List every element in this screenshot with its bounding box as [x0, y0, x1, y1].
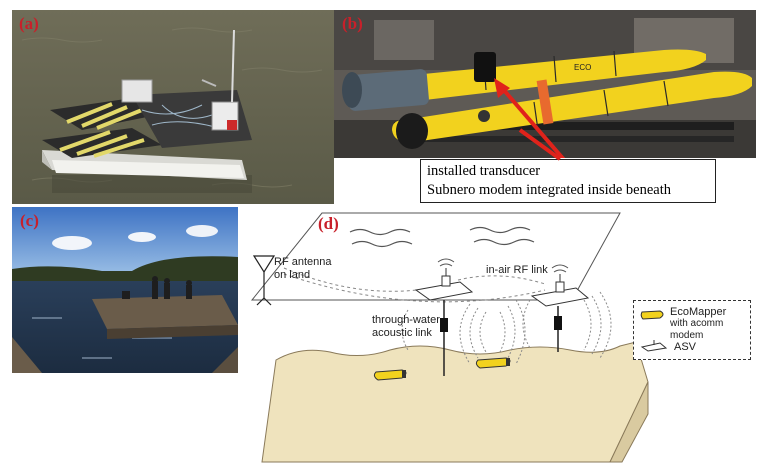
transducer-callout: installed transducer Subnero modem integ…: [420, 159, 716, 203]
panel-d-label: (d): [318, 214, 339, 233]
through-water-label-line-1: through-water: [372, 314, 440, 326]
rf-antenna-label-line-2: on land: [274, 269, 311, 281]
panel-a-asv-photo: (a): [12, 10, 334, 204]
asv-photo-illustration: [12, 10, 334, 204]
auv-back: ECO: [342, 49, 706, 111]
legend-asv-label: ASV: [674, 341, 697, 353]
panel-b-auv-photo: ECO (b): [334, 10, 756, 158]
lake-photo-illustration: [12, 207, 238, 373]
auv-front: [392, 71, 752, 149]
acoustic-waves: [401, 291, 612, 365]
legend-ecomapper-line-1: EcoMapper: [670, 306, 727, 318]
surface-waves: [349, 226, 535, 248]
callout-line-2: Subnero modem integrated inside beneath: [427, 182, 672, 198]
asv-vehicle-2: [530, 264, 590, 352]
legend-ecomapper-line-2: with acomm modem: [670, 318, 724, 341]
panel-d-legend: EcoMapper with acomm modem ASV: [633, 300, 751, 360]
land-rf-antenna-icon: [252, 255, 276, 306]
auv-photo-illustration: ECO: [334, 10, 756, 158]
panel-b-label: (b): [342, 14, 363, 33]
rf-antenna-label-line-1: RF antenna: [274, 256, 332, 268]
transducer-arrow: [500, 86, 566, 158]
legend-asv-icon: [640, 340, 668, 352]
ecomapper-auv-2: [475, 357, 511, 369]
ecomapper-auv-1: [373, 369, 407, 381]
panel-c-lake-photo: (c): [12, 207, 238, 373]
panel-c-label: (c): [20, 211, 39, 230]
through-water-link-label: through-water acoustic link: [372, 314, 440, 340]
panel-a-label: (a): [19, 14, 39, 33]
auv-hull-text: ECO: [574, 63, 591, 72]
in-air-rf-link-label: in-air RF link: [486, 264, 548, 276]
installed-transducer: [474, 52, 496, 82]
seabed-block: [261, 341, 649, 463]
rf-antenna-label: RF antenna on land: [274, 256, 331, 282]
asv-vehicle-1: [414, 258, 474, 376]
through-water-label-line-2: acoustic link: [372, 327, 432, 339]
legend-ecomapper-label: EcoMapper with acomm modem: [670, 306, 750, 342]
callout-line-1: installed transducer: [427, 163, 541, 179]
legend-ecomapper-icon: [640, 310, 664, 320]
